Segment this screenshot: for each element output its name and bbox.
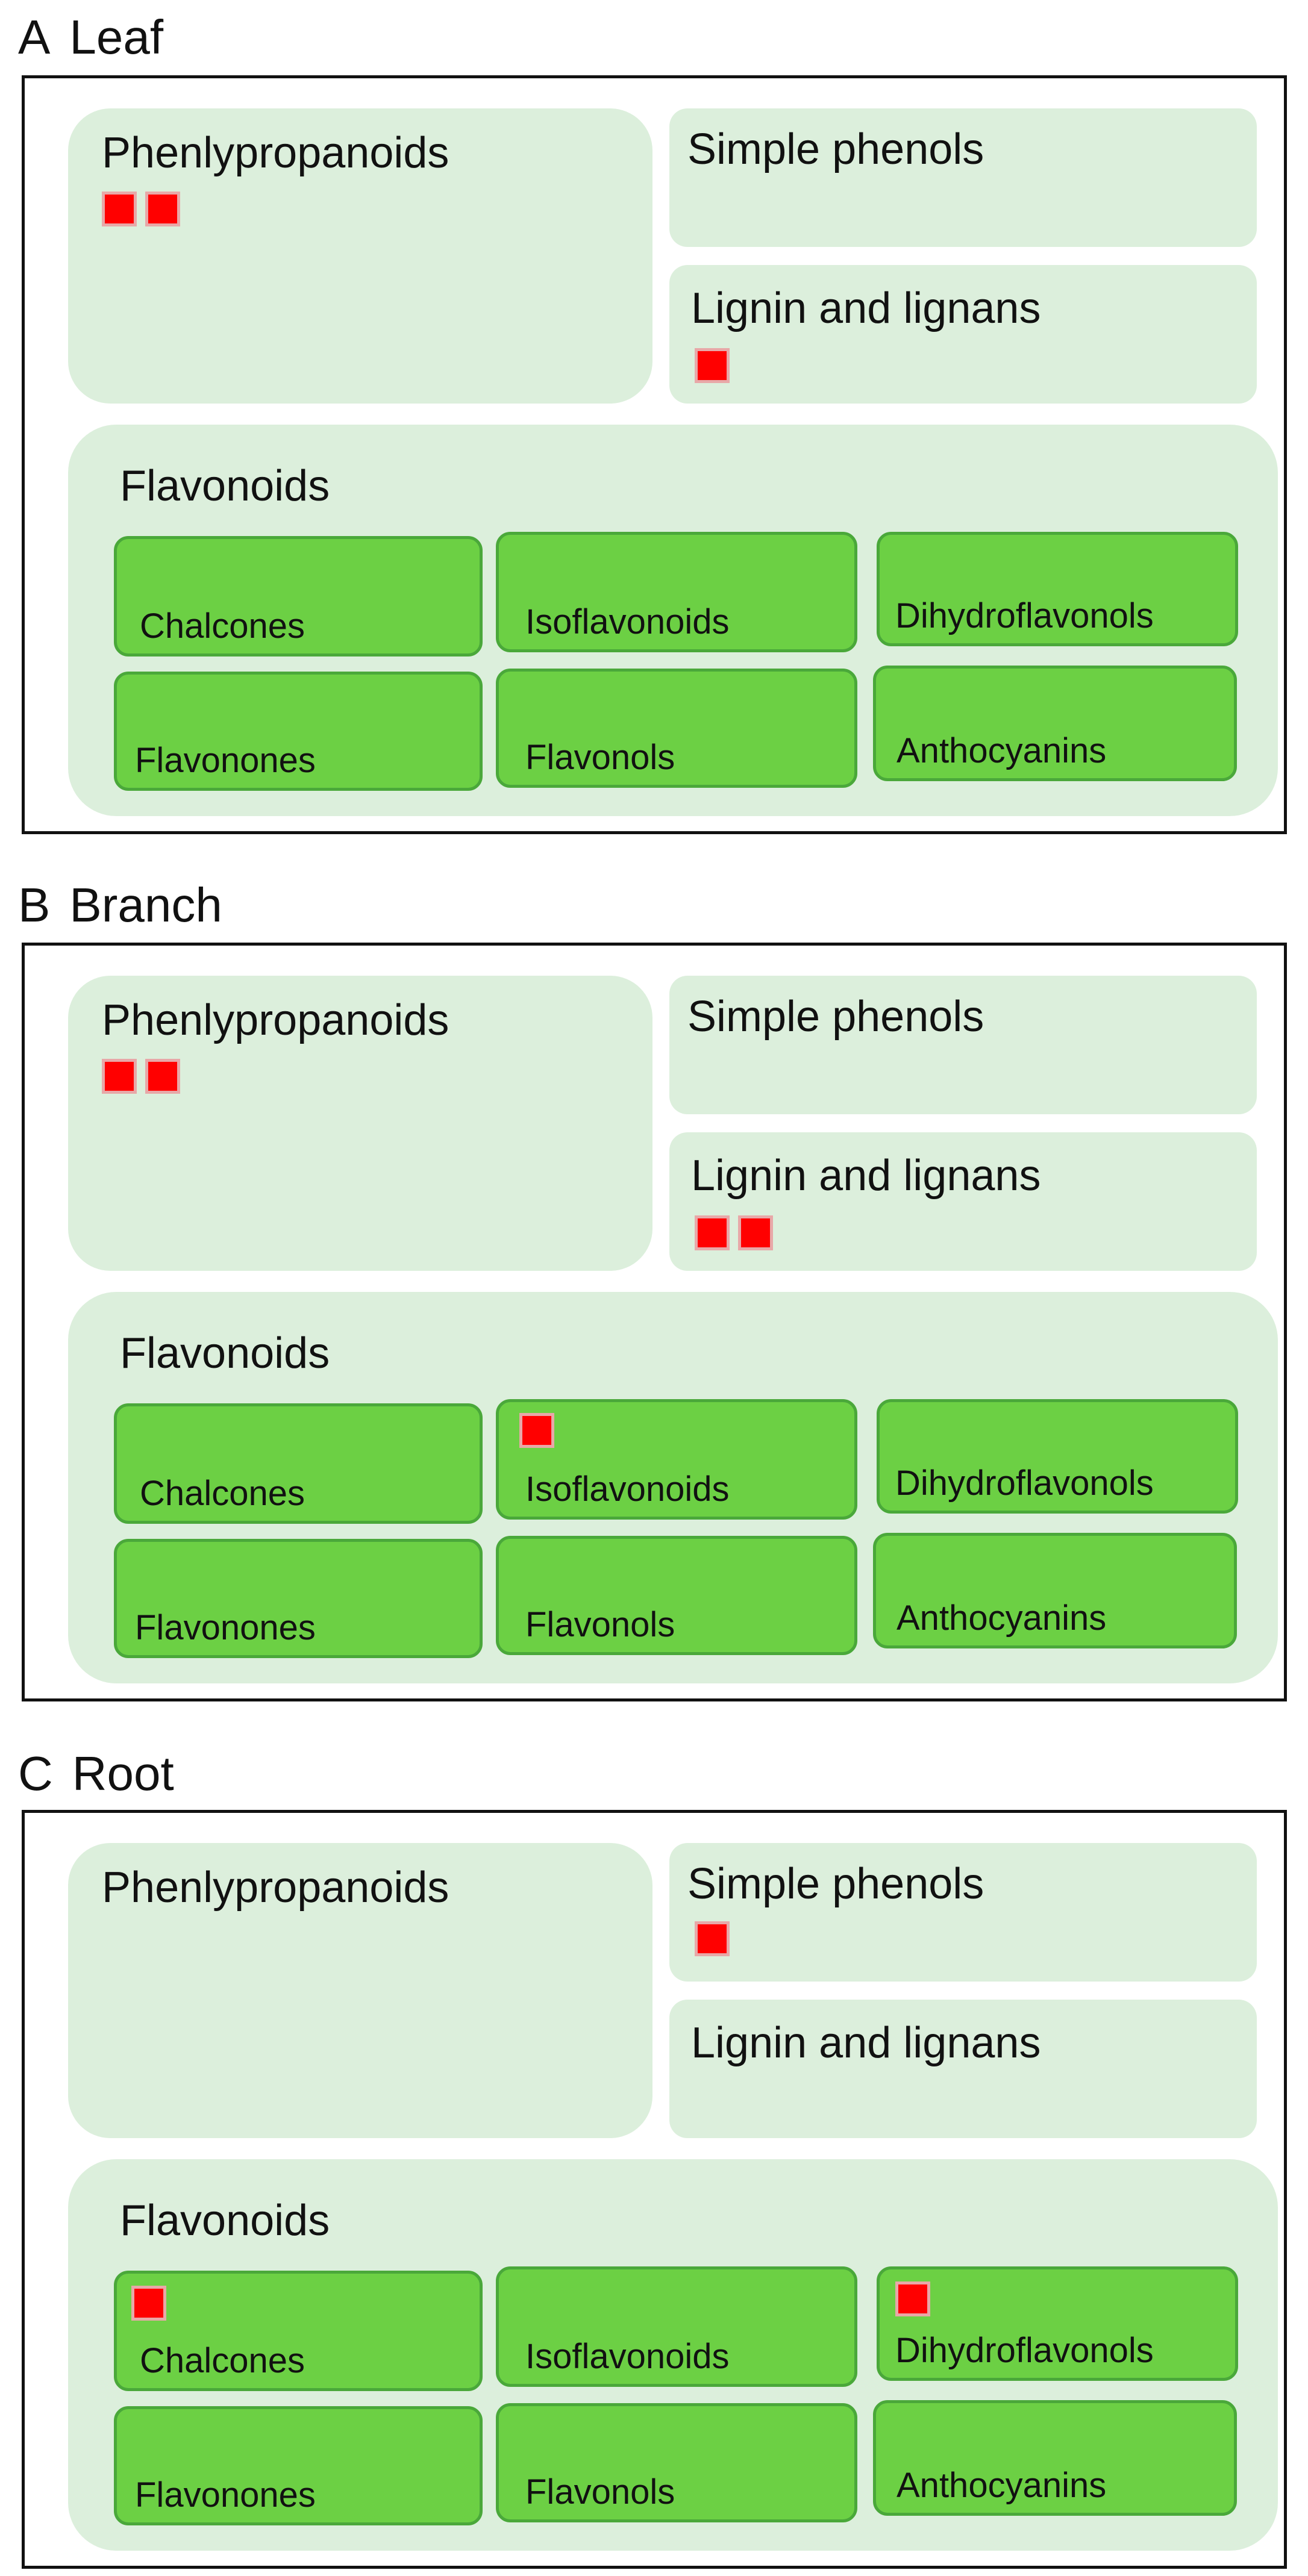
subclass-box: Flavonols bbox=[496, 1536, 857, 1655]
subclass-label: Chalcones bbox=[140, 1474, 305, 1513]
group-label: Flavonoids bbox=[120, 2197, 330, 2245]
subclass-label: Anthocyanins bbox=[897, 2466, 1107, 2505]
group-label: Flavonoids bbox=[120, 1329, 330, 1377]
subclass-label: Isoflavonoids bbox=[525, 1470, 730, 1509]
marker-row bbox=[102, 192, 180, 226]
panel-title: C Root bbox=[18, 1750, 174, 1798]
marker-square bbox=[695, 1921, 730, 1956]
subclass-box: Flavonols bbox=[496, 669, 857, 788]
group-phenylpropanoids: Phenlypropanoids bbox=[68, 976, 652, 1271]
subclass-label: Flavonols bbox=[525, 1605, 675, 1644]
group-label: Lignin and lignans bbox=[691, 1152, 1041, 1200]
subclass-box: Dihydroflavonols bbox=[877, 2266, 1238, 2381]
group-label: Phenlypropanoids bbox=[102, 129, 449, 177]
marker-row bbox=[695, 1215, 773, 1250]
subclass-label: Chalcones bbox=[140, 2341, 305, 2380]
group-label: Simple phenols bbox=[687, 993, 984, 1041]
subclass-box: Flavonols bbox=[496, 2403, 857, 2522]
subclass-box: Flavonones bbox=[114, 2406, 483, 2525]
group-label: Phenlypropanoids bbox=[102, 996, 449, 1044]
subclass-label: Isoflavonoids bbox=[525, 2337, 730, 2376]
group-simple-phenols: Simple phenols bbox=[669, 1843, 1257, 1982]
group-flavonoids: Flavonoids Chalcones Isoflavonoids Dihyd… bbox=[68, 425, 1278, 816]
subclass-box: Dihydroflavonols bbox=[877, 532, 1238, 646]
marker-square bbox=[145, 192, 180, 226]
panel-name: Branch bbox=[69, 878, 222, 932]
marker-square bbox=[519, 1413, 554, 1448]
marker-row bbox=[131, 2286, 166, 2321]
subclass-label: Flavonones bbox=[135, 741, 316, 780]
panel-title: B Branch bbox=[18, 881, 222, 929]
subclass-label: Dihydroflavonols bbox=[895, 1464, 1154, 1503]
subclass-label: Isoflavonoids bbox=[525, 602, 730, 641]
marker-square bbox=[102, 1059, 137, 1094]
subclass-box: Flavonones bbox=[114, 672, 483, 791]
group-lignin-lignans: Lignin and lignans bbox=[669, 2000, 1257, 2138]
marker-square bbox=[131, 2286, 166, 2321]
panel-letter: B bbox=[18, 878, 51, 932]
subclass-box: Anthocyanins bbox=[873, 666, 1237, 781]
group-label: Simple phenols bbox=[687, 1860, 984, 1908]
subclass-label: Anthocyanins bbox=[897, 1598, 1107, 1638]
subclass-box: Chalcones bbox=[114, 536, 483, 656]
subclass-box: Anthocyanins bbox=[873, 2400, 1237, 2516]
marker-square bbox=[695, 1215, 730, 1250]
panel-letter: C bbox=[18, 1747, 53, 1800]
subclass-box: Dihydroflavonols bbox=[877, 1399, 1238, 1514]
subclass-label: Anthocyanins bbox=[897, 731, 1107, 770]
panel-frame-root: Phenlypropanoids Simple phenols Lignin a… bbox=[22, 1810, 1287, 2569]
subclass-box: Chalcones bbox=[114, 2271, 483, 2391]
group-label: Lignin and lignans bbox=[691, 284, 1041, 332]
panel-name: Root bbox=[72, 1747, 174, 1800]
subclass-label: Dihydroflavonols bbox=[895, 2331, 1154, 2370]
marker-square bbox=[102, 192, 137, 226]
marker-row bbox=[102, 1059, 180, 1094]
panel-name: Leaf bbox=[69, 10, 164, 64]
panel-letter: A bbox=[18, 10, 51, 64]
subclass-box: Chalcones bbox=[114, 1403, 483, 1524]
group-phenylpropanoids: Phenlypropanoids bbox=[68, 1843, 652, 2138]
marker-row bbox=[895, 2281, 930, 2316]
group-lignin-lignans: Lignin and lignans bbox=[669, 1132, 1257, 1271]
subclass-label: Chalcones bbox=[140, 607, 305, 646]
marker-row bbox=[519, 1413, 554, 1448]
marker-square bbox=[738, 1215, 773, 1250]
group-label: Flavonoids bbox=[120, 462, 330, 510]
panel-frame-leaf: Phenlypropanoids Simple phenols Lignin a… bbox=[22, 75, 1287, 834]
subclass-box: Isoflavonoids bbox=[496, 532, 857, 652]
group-label: Phenlypropanoids bbox=[102, 1863, 449, 1912]
subclass-label: Flavonols bbox=[525, 738, 675, 777]
panel-frame-branch: Phenlypropanoids Simple phenols Lignin a… bbox=[22, 943, 1287, 1701]
subclass-box: Flavonones bbox=[114, 1539, 483, 1658]
group-simple-phenols: Simple phenols bbox=[669, 108, 1257, 247]
subclass-box: Isoflavonoids bbox=[496, 2266, 857, 2387]
subclass-label: Flavonols bbox=[525, 2472, 675, 2512]
group-flavonoids: Flavonoids Chalcones Isoflavonoids Dihyd… bbox=[68, 2159, 1278, 2551]
group-label: Simple phenols bbox=[687, 125, 984, 173]
marker-square bbox=[895, 2281, 930, 2316]
marker-square bbox=[145, 1059, 180, 1094]
subclass-label: Flavonones bbox=[135, 1608, 316, 1647]
subclass-box: Anthocyanins bbox=[873, 1533, 1237, 1648]
subclass-box: Isoflavonoids bbox=[496, 1399, 857, 1520]
marker-square bbox=[695, 348, 730, 383]
panel-title: A Leaf bbox=[18, 13, 163, 61]
subclass-label: Flavonones bbox=[135, 2475, 316, 2515]
marker-row bbox=[695, 1921, 730, 1956]
group-lignin-lignans: Lignin and lignans bbox=[669, 265, 1257, 404]
group-flavonoids: Flavonoids Chalcones Isoflavonoids Dihyd… bbox=[68, 1292, 1278, 1683]
group-phenylpropanoids: Phenlypropanoids bbox=[68, 108, 652, 404]
group-simple-phenols: Simple phenols bbox=[669, 976, 1257, 1114]
subclass-label: Dihydroflavonols bbox=[895, 596, 1154, 635]
group-label: Lignin and lignans bbox=[691, 2019, 1041, 2067]
marker-row bbox=[695, 348, 730, 383]
